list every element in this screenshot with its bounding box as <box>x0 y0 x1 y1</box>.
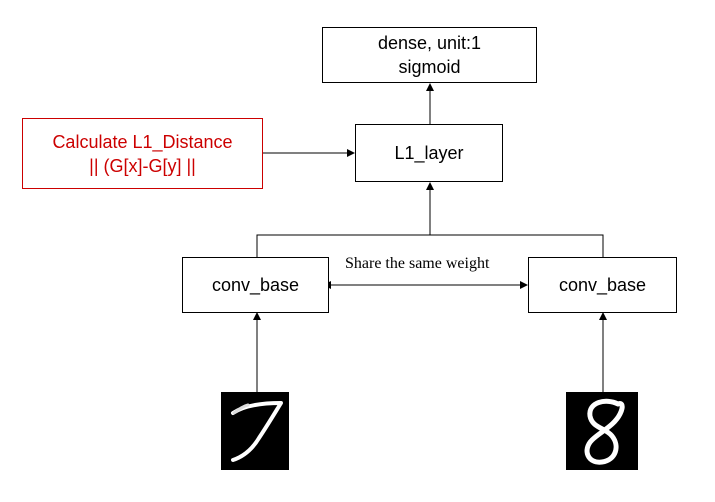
dense-line2: sigmoid <box>398 57 461 77</box>
conv-base-left-label: conv_base <box>211 275 300 295</box>
merge-connector <box>256 234 604 257</box>
conv-base-left-node: conv_base <box>182 257 329 313</box>
l1-layer-node: L1_layer <box>355 124 503 182</box>
l1-layer-label: L1_layer <box>394 143 464 163</box>
digit-eight-stroke <box>584 398 625 465</box>
shared-weight-label: Share the same weight <box>345 255 490 272</box>
l1-note-line2: || (G[x]-G[y] || <box>89 155 196 176</box>
digit-seven-image <box>221 392 289 470</box>
digit-eight-image <box>566 392 638 470</box>
l1-distance-note: Calculate L1_Distance || (G[x]-G[y] || <box>22 118 263 189</box>
digit-seven-stroke <box>231 401 283 462</box>
conv-base-right-label: conv_base <box>558 275 647 295</box>
conv-base-right-node: conv_base <box>528 257 677 313</box>
l1-note-line1: Calculate L1_Distance <box>52 131 233 152</box>
dense-node: dense, unit:1 sigmoid <box>322 27 537 83</box>
dense-line1: dense, unit:1 <box>377 33 482 53</box>
